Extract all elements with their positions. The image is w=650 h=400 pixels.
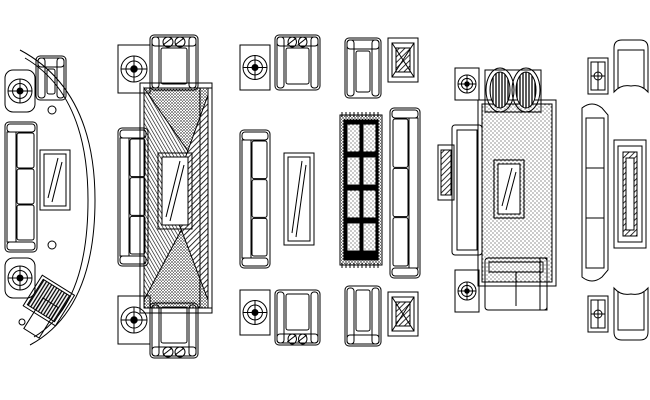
two-seat-sofa [484,257,548,311]
armchair [274,289,321,346]
classic-armchair [613,39,649,94]
square-table [387,291,419,337]
coffee-table [493,159,525,219]
side-table [22,274,76,327]
lamp-table [117,295,151,345]
square-table [587,57,609,95]
round-chair [511,67,541,113]
checker-rug [339,112,383,268]
set-4-checker-rug-set [339,37,421,347]
sofa [437,124,483,256]
three-seat-sofa [4,121,38,253]
square-table [387,37,419,83]
coffee-table [157,152,193,230]
armchair [149,34,199,91]
square-table [587,295,609,333]
armchair [35,55,67,101]
round-chair [485,67,515,113]
classic-sofa [581,103,609,282]
lamp-table [117,44,151,94]
armchair [344,285,382,347]
lamp-table [454,67,480,101]
three-seat-sofa [239,129,271,269]
lamp-table [454,269,480,313]
lamp-table [4,257,36,299]
set-1-curved-sofa-set [4,49,96,346]
set-6-classic-sofa-set [581,39,649,341]
armchair [149,302,199,359]
three-seat-sofa [117,127,149,267]
armchair [274,34,321,91]
lamp-table [4,69,36,113]
coffee-table [283,152,315,246]
set-2-rug-sofa-set [117,34,213,359]
lamp-table [239,44,271,91]
armchair [344,37,382,99]
lamp-table [239,289,271,336]
coffee-table [613,139,647,249]
set-3-plain-sofa-set [239,34,321,346]
three-seat-sofa [389,107,421,279]
coffee-table [39,149,71,211]
classic-armchair [613,286,649,341]
set-5-dotted-rug-set [437,67,557,313]
